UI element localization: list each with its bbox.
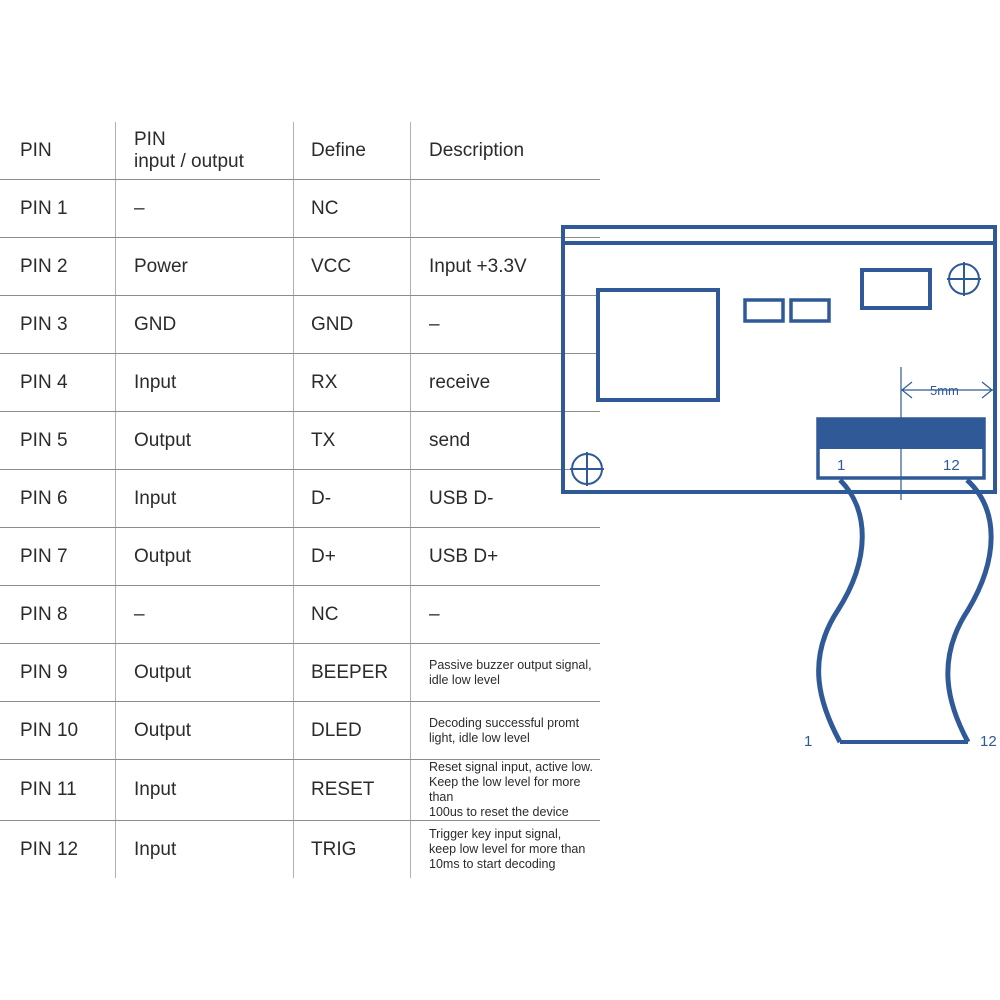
ribbon-cable-left-edge: [816, 478, 865, 744]
cell-pin: PIN 8: [0, 585, 116, 644]
board-outline: [561, 225, 997, 494]
header-define: Define: [293, 122, 411, 180]
cell-io: Input: [115, 469, 294, 528]
cell-io: Output: [115, 527, 294, 586]
cell-io: Output: [115, 701, 294, 760]
cell-define: RESET: [293, 759, 411, 821]
dimension-arrow-right: [981, 381, 993, 399]
cell-pin: PIN 11: [0, 759, 116, 821]
cell-pin: PIN 12: [20, 838, 79, 860]
cell-pin: PIN 10: [0, 701, 116, 760]
cell-io: Input: [115, 759, 294, 821]
header-io: PIN input / output: [115, 122, 294, 180]
mounting-hole-bottom-left: [570, 452, 604, 486]
cell-define: D-: [293, 469, 411, 528]
cell-description: Input +3.3V: [410, 237, 600, 296]
header-pin: PIN: [0, 122, 116, 180]
cell-pin: PIN 3: [0, 295, 116, 354]
cable-pin-12-label: 12: [980, 733, 997, 750]
table-row: PIN 1–NC: [0, 179, 600, 238]
small-component-left: [743, 298, 785, 323]
cell-pin: PIN 7: [0, 527, 116, 586]
cell-io: Input: [115, 820, 294, 878]
header-description: Description: [410, 122, 600, 180]
dimension-arrow-left: [901, 381, 913, 399]
cell-description: USB D-: [410, 469, 600, 528]
pin-definition-table: PIN PIN input / output Define Descriptio…: [0, 122, 600, 878]
cell-pin: PIN 4: [0, 353, 116, 412]
cell-description: send: [410, 411, 600, 470]
cell-pin: PIN 1: [0, 179, 116, 238]
connector-pin-12-label: 12: [943, 457, 960, 474]
cell-pin: PIN 5: [0, 411, 116, 470]
pcb-module-diagram: 5mm 1 12 1 12: [561, 225, 997, 750]
cell-pin: PIN 6: [0, 469, 116, 528]
cell-io: Output: [115, 643, 294, 702]
cell-io: –: [115, 585, 294, 644]
connector-band: [818, 419, 984, 449]
cell-pin: PIN 9: [0, 643, 116, 702]
ribbon-cable-right-edge: [945, 478, 994, 744]
cell-description: receive: [410, 353, 600, 412]
cell-pin: PIN 2: [0, 237, 116, 296]
cell-define: VCC: [293, 237, 411, 296]
top-right-component: [860, 268, 932, 310]
header-io-line1: PIN: [134, 128, 166, 150]
cell-define: D+: [293, 527, 411, 586]
small-component-right: [789, 298, 831, 323]
mounting-hole-top-right: [947, 262, 981, 296]
cell-define: TX: [293, 411, 411, 470]
header-io-line2: input / output: [134, 150, 244, 172]
cell-description: –: [410, 585, 600, 644]
cell-define: NC: [293, 179, 411, 238]
cell-description: USB D+: [410, 527, 600, 586]
cell-define: NC: [293, 585, 411, 644]
cell-define: GND: [293, 295, 411, 354]
cell-define: BEEPER: [293, 643, 411, 702]
cell-define: DLED: [293, 701, 411, 760]
table-header-row: PIN PIN input / output Define Descriptio…: [0, 122, 600, 180]
cell-io: Output: [115, 411, 294, 470]
cell-io: Power: [115, 237, 294, 296]
cell-io: GND: [115, 295, 294, 354]
dimension-label: 5mm: [930, 383, 959, 398]
cable-pin-1-label: 1: [804, 733, 812, 750]
cell-io: –: [115, 179, 294, 238]
cell-description: –: [410, 295, 600, 354]
cell-description: Passive buzzer output signal,idle low le…: [410, 643, 600, 702]
cell-description: Reset signal input, active low.Keep the …: [410, 759, 600, 821]
large-chip: [596, 288, 720, 402]
cell-define: TRIG: [293, 820, 411, 878]
connector-pin-1-label: 1: [837, 457, 845, 474]
table-row: PIN 8–NC–: [0, 585, 600, 644]
cell-define: RX: [293, 353, 411, 412]
cell-io: Input: [115, 353, 294, 412]
cell-description: Trigger key input signal,keep low level …: [410, 820, 600, 878]
